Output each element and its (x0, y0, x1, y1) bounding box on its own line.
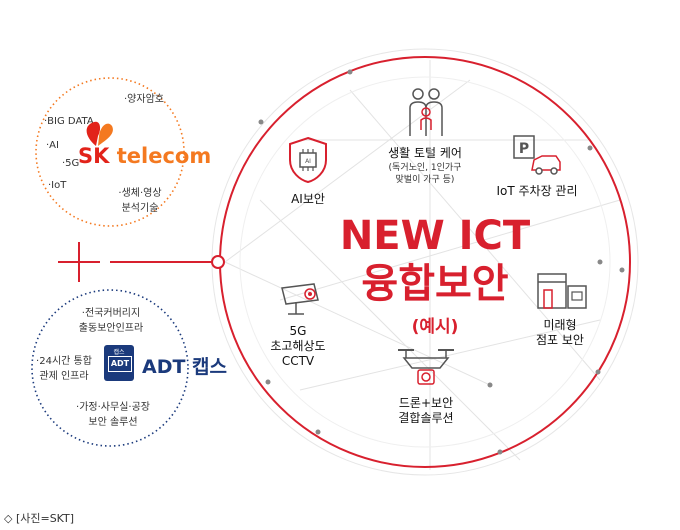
sk-tag-biometric: ·생체·영상 분석기술 (112, 184, 168, 214)
family-care-icon (409, 88, 443, 136)
adt-badge-top: 캡스 (113, 349, 125, 356)
adt-tag-solution: ·가정·사무실·공장 보안 솔루션 (58, 398, 168, 428)
adt-tag-solution-line1: ·가정·사무실·공장 (76, 402, 150, 413)
photo-caption: ◇ [사진=SKT] (4, 512, 75, 525)
label-life-care-sub2: 맞벌이 가구 등) (395, 175, 455, 185)
label-ai-security: AI보안 (291, 192, 325, 206)
cctv-camera-icon (281, 283, 319, 315)
title-new-ict: NEW ICT (339, 213, 531, 259)
sk-tag-ai: ·AI (46, 140, 59, 151)
adt-tag-monitoring-line1: ·24시간 통합 (36, 356, 92, 367)
adt-tag-coverage: ·전국커버리지 출동보안인프라 (66, 304, 156, 334)
sk-tag-biometric-line2: 분석기술 (121, 203, 159, 214)
sk-tag-quantum: ·양자암호 (124, 94, 164, 105)
sk-tag-bigdata: ·BIG DATA (44, 116, 94, 127)
label-cctv-3: CCTV (281, 354, 315, 368)
label-store-1: 미래형 (543, 318, 577, 332)
sk-logo-telecom: telecom (116, 144, 212, 168)
label-cctv-1: 5G (289, 324, 307, 338)
label-life-care-sub1: (독거노인, 1인가구 (388, 163, 462, 173)
adt-badge-icon: 캡스 ADT (104, 345, 134, 381)
adt-tag-monitoring-line2: 관제 인프라 (39, 371, 89, 382)
title-convergence-security: 융합보안 (361, 261, 509, 307)
label-iot-parking: IoT 주차장 관리 (496, 184, 578, 198)
label-cctv-2: 초고해상도 (270, 339, 326, 353)
adt-tag-monitoring: ·24시간 통합 관제 인프라 (30, 352, 98, 382)
sk-logo-sk: SK (78, 144, 110, 168)
parking-car-icon: P (513, 135, 561, 175)
adt-tag-solution-line2: 보안 솔루션 (88, 417, 138, 428)
label-drone-1: 드론+보안 (398, 396, 454, 410)
store-building-icon (537, 273, 587, 309)
sk-telecom-logo: SK telecom (78, 144, 211, 168)
drone-icon (398, 349, 454, 385)
sk-tag-biometric-line1: ·생체·영상 (118, 188, 162, 199)
adt-tag-coverage-line1: ·전국커버리지 (81, 308, 141, 319)
ai-chip-label: AI (305, 158, 311, 165)
label-drone-2: 결합솔루션 (398, 411, 454, 425)
ai-shield-chip-icon: AI (289, 136, 327, 184)
parking-letter: P (519, 141, 529, 157)
title-example: (예시) (411, 317, 459, 337)
adt-tag-coverage-line2: 출동보안인프라 (78, 323, 144, 334)
adt-badge-mid: ADT (108, 356, 132, 372)
adt-caps-logo: ADT 캡스 (142, 356, 228, 378)
sk-tag-iot: ·IoT (48, 180, 67, 191)
label-store-2: 점포 보안 (536, 333, 584, 347)
sk-tag-5g: ·5G (62, 158, 80, 169)
sk-butterfly-icon (86, 121, 113, 146)
label-life-care: 생활 토털 케어 (388, 146, 462, 160)
